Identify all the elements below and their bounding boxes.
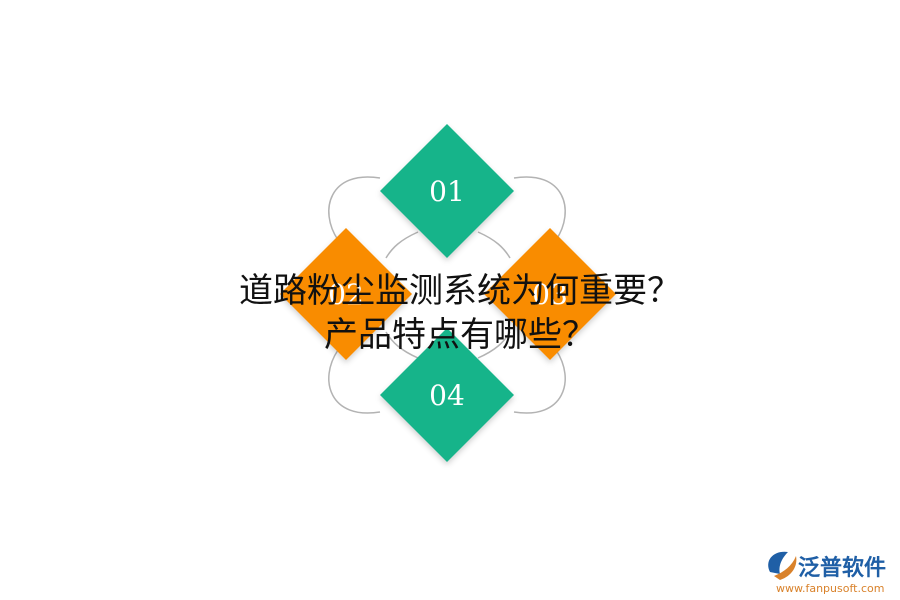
logo-mark-icon bbox=[768, 551, 797, 580]
ring-inner-top-right bbox=[477, 231, 511, 259]
diamond-02: 02 bbox=[280, 228, 412, 360]
diamond-03-label: 03 bbox=[532, 278, 568, 311]
diamond-04: 04 bbox=[380, 328, 514, 462]
diamond-02-shape bbox=[280, 228, 412, 360]
title-line-2: 产品特点有哪些？ bbox=[324, 315, 596, 355]
diamond-01-label: 01 bbox=[429, 175, 465, 208]
ring-lines bbox=[328, 176, 566, 414]
diamond-04-shape bbox=[380, 328, 514, 462]
diamond-03-shape bbox=[484, 228, 616, 360]
logo: 泛普软件 www.fanpusoft.com bbox=[768, 551, 886, 595]
ring-arc-bottom-right bbox=[513, 349, 566, 414]
diamond-02-label: 02 bbox=[328, 278, 364, 311]
diamond-04-label: 04 bbox=[429, 379, 465, 412]
logo-name: 泛普软件 bbox=[798, 555, 886, 581]
title-line-1: 道路粉尘监测系统为何重要？ bbox=[239, 271, 681, 311]
diamond-03: 03 bbox=[484, 228, 616, 360]
ring-arc-bottom-left bbox=[328, 349, 381, 414]
diamond-01-shape bbox=[380, 124, 514, 258]
ring-arc-top-right bbox=[513, 176, 566, 241]
logo-url: www.fanpusoft.com bbox=[776, 582, 884, 595]
diamond-01: 01 bbox=[380, 124, 514, 258]
ring-inner-bottom-right bbox=[477, 331, 511, 359]
ring-inner-top-left bbox=[385, 231, 419, 259]
ring-inner-bottom-left bbox=[385, 331, 419, 359]
ring-arc-top-left bbox=[328, 176, 381, 241]
